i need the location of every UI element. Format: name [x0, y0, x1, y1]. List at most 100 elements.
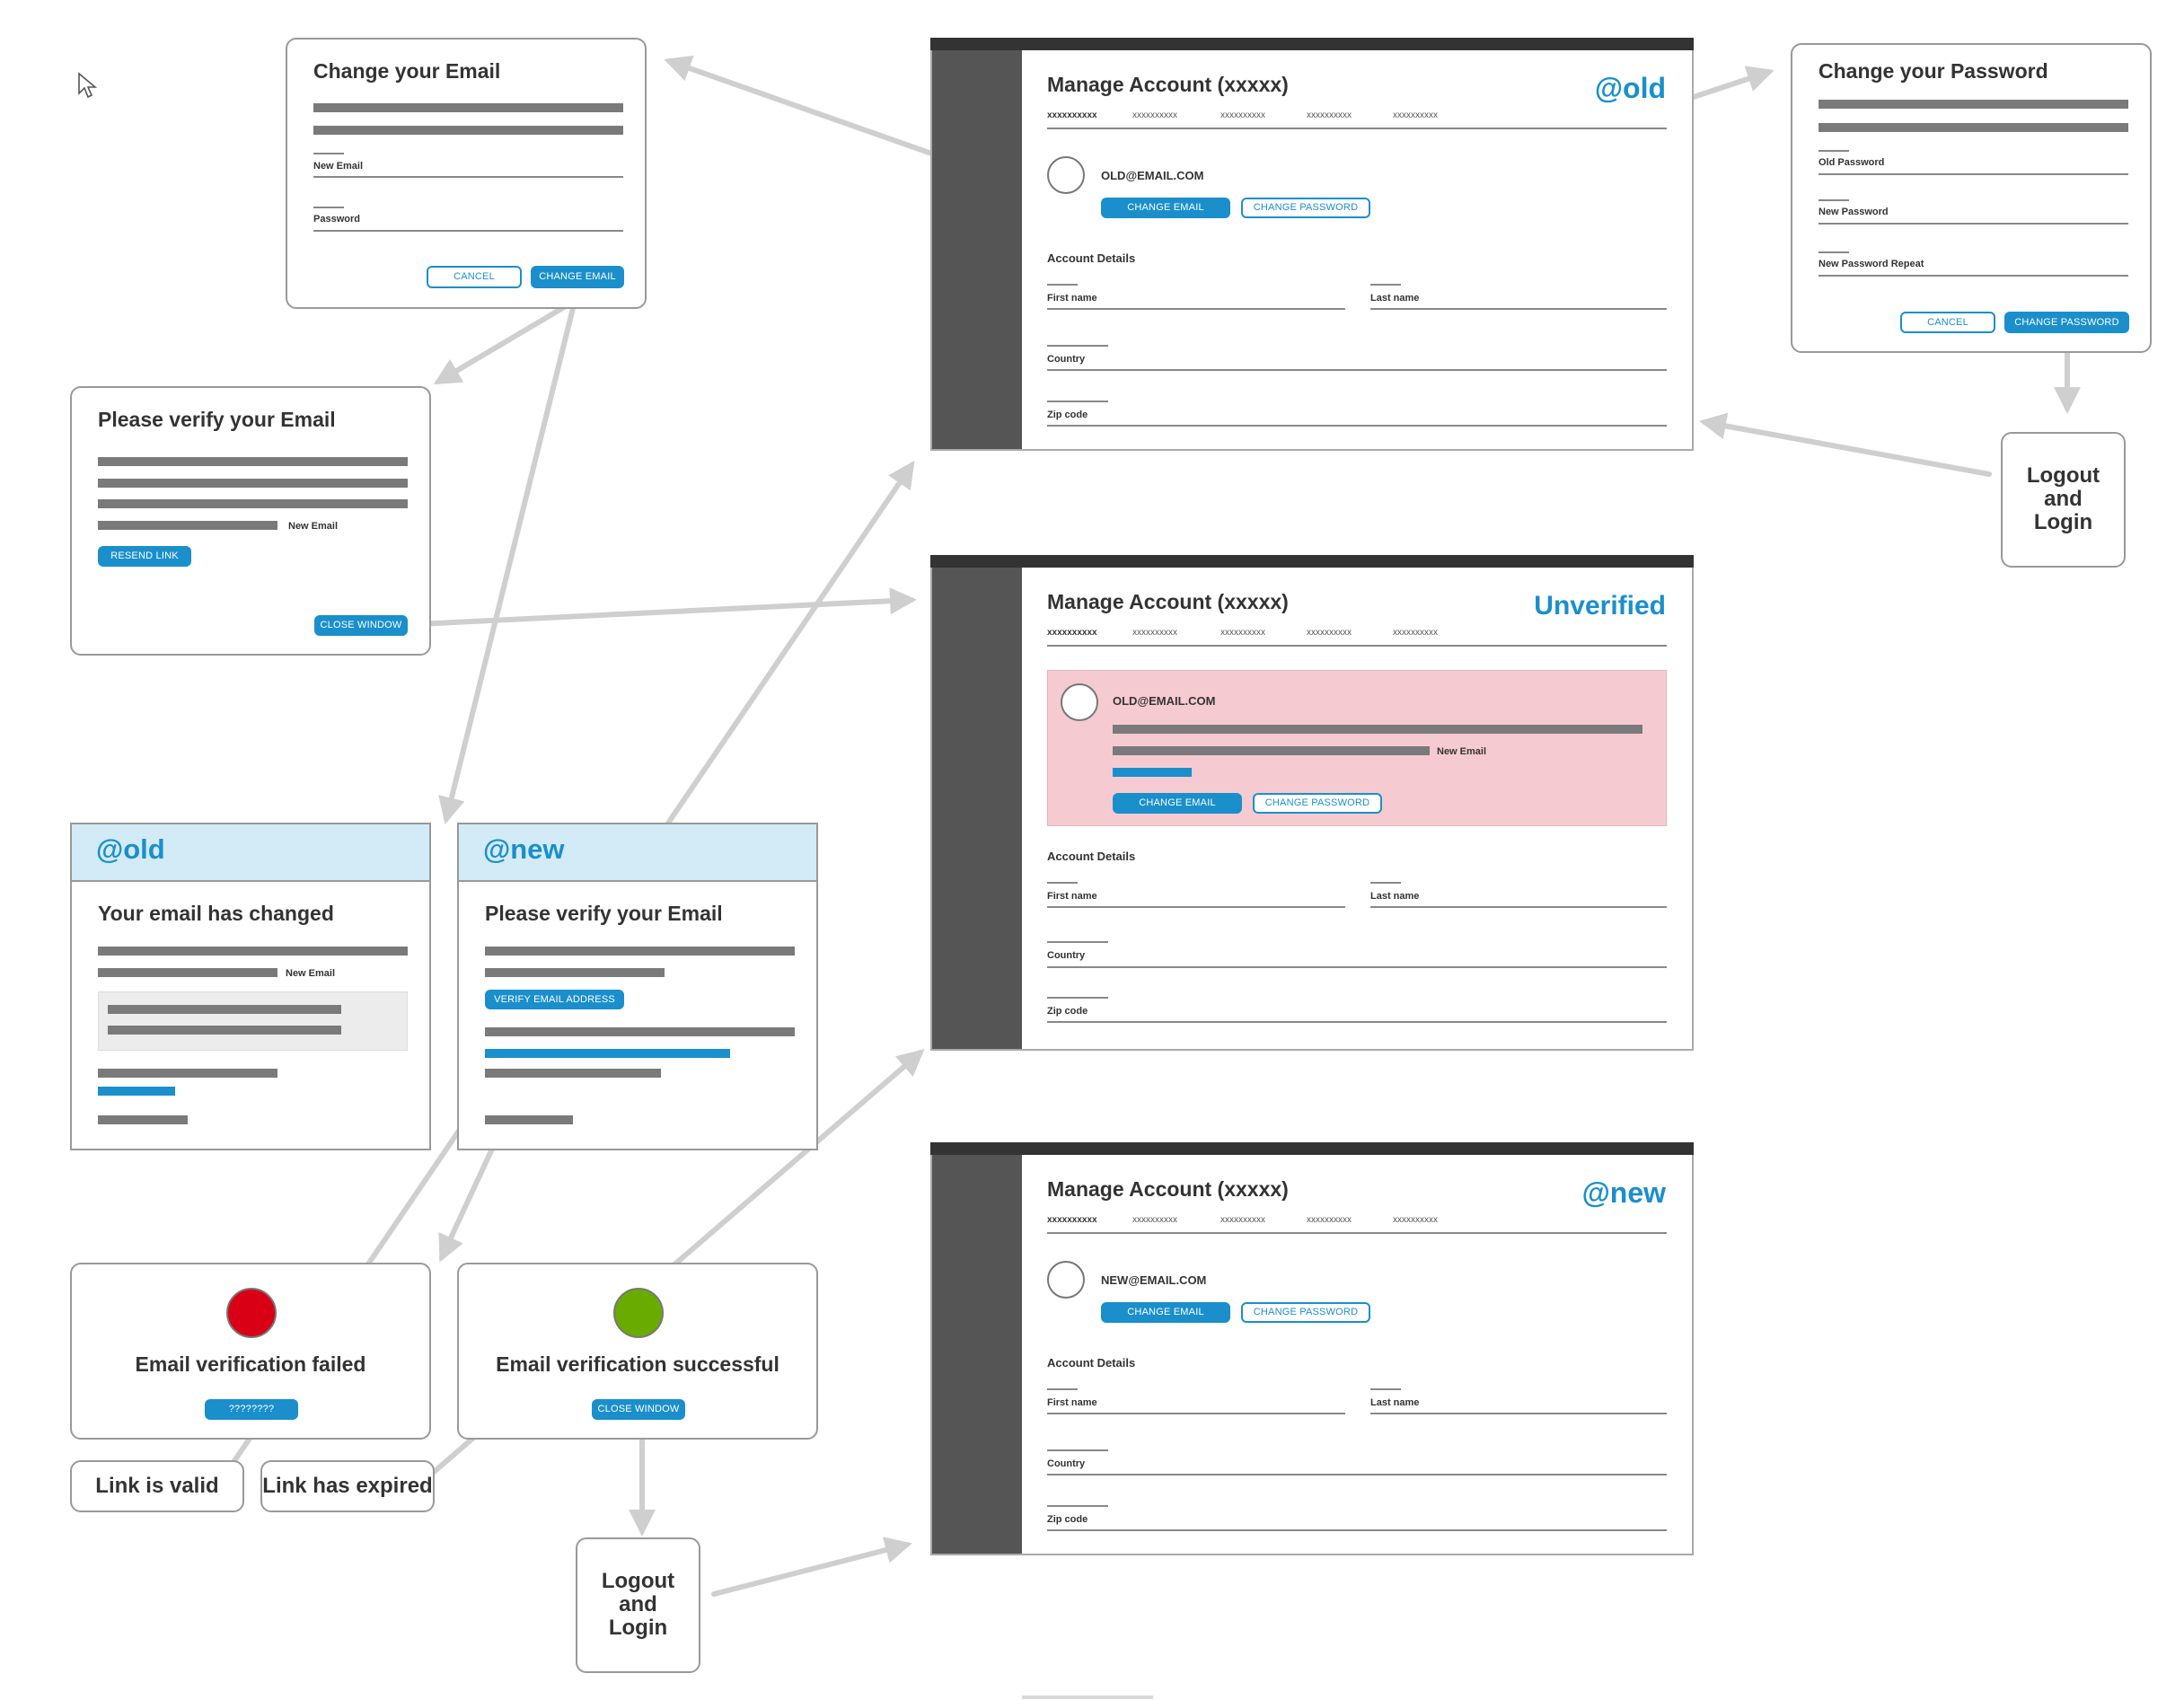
change-email-dialog: Change your Email New Email Password CAN…	[286, 38, 647, 309]
app-top-bar	[930, 38, 1694, 50]
field-value-placeholder	[1819, 199, 1849, 201]
change-password-button[interactable]: CHANGE PASSWORD	[1241, 1302, 1370, 1323]
tab-item[interactable]: xxxxxxxxxx	[1393, 628, 1438, 638]
email-header	[459, 824, 816, 882]
field-underline	[313, 230, 623, 232]
avatar	[1047, 1261, 1085, 1299]
text-placeholder	[1819, 123, 2128, 132]
new-password-repeat-field[interactable]: New Password Repeat	[1819, 259, 1924, 269]
link-placeholder[interactable]	[485, 1049, 730, 1058]
recipient-tag: @new	[483, 833, 565, 865]
tab-item[interactable]: xxxxxxxxxx	[1132, 1215, 1177, 1225]
manage-account-old: Manage Account (xxxxx) @old xxxxxxxxxx x…	[930, 38, 1694, 451]
change-password-dialog: Change your Password Old Password New Pa…	[1791, 43, 2152, 353]
zip-code-field[interactable]: Zip code	[1047, 1006, 1088, 1017]
password-field[interactable]: Password	[313, 214, 360, 225]
last-name-field[interactable]: Last name	[1370, 293, 1420, 304]
field-underline	[1047, 369, 1667, 371]
text-placeholder	[313, 126, 623, 135]
verify-email-address-button[interactable]: VERIFY EMAIL ADDRESS	[485, 990, 624, 1009]
app-top-bar	[930, 1142, 1694, 1155]
zip-code-field[interactable]: Zip code	[1047, 1514, 1088, 1525]
old-password-field[interactable]: Old Password	[1819, 157, 1885, 168]
change-email-button[interactable]: CHANGE EMAIL	[531, 266, 624, 288]
text-placeholder	[313, 103, 623, 112]
change-password-button[interactable]: CHANGE PASSWORD	[1241, 198, 1370, 218]
field-value-placeholder	[1819, 150, 1849, 152]
change-email-button[interactable]: CHANGE EMAIL	[1113, 793, 1242, 814]
tab-item[interactable]: xxxxxxxxxx	[1132, 628, 1177, 638]
link-placeholder[interactable]	[1113, 768, 1192, 777]
note-logout-login: Logout and Login	[2001, 432, 2126, 568]
unverified-email-notice: OLD@EMAIL.COM New Email CHANGE EMAIL CHA…	[1047, 670, 1667, 826]
zip-code-field[interactable]: Zip code	[1047, 410, 1088, 420]
tab-item[interactable]: xxxxxxxxxx	[1047, 628, 1097, 638]
text-placeholder	[98, 521, 277, 530]
text-placeholder	[98, 1069, 277, 1078]
field-value-placeholder	[1819, 251, 1849, 253]
first-name-field[interactable]: First name	[1047, 293, 1097, 304]
unknown-action-button[interactable]: ????????	[205, 1399, 298, 1420]
country-field[interactable]: Country	[1047, 354, 1086, 365]
close-window-button[interactable]: CLOSE WINDOW	[314, 615, 408, 636]
tabs-underline	[1047, 1232, 1667, 1234]
change-password-button[interactable]: CHANGE PASSWORD	[1253, 793, 1382, 814]
resend-link-button[interactable]: RESEND LINK	[98, 546, 191, 567]
last-name-field[interactable]: Last name	[1370, 1397, 1420, 1408]
tab-item[interactable]: xxxxxxxxxx	[1307, 628, 1352, 638]
tab-item[interactable]: xxxxxxxxxx	[1132, 110, 1177, 120]
cancel-button[interactable]: CANCEL	[427, 266, 522, 288]
text-placeholder	[98, 457, 408, 466]
success-status-icon	[613, 1288, 664, 1338]
app-sidebar	[932, 568, 1022, 1049]
cancel-button[interactable]: CANCEL	[1900, 312, 1995, 333]
first-name-field[interactable]: First name	[1047, 1397, 1097, 1408]
first-name-field[interactable]: First name	[1047, 891, 1097, 902]
section-heading: Account Details	[1047, 251, 1136, 265]
field-underline	[1047, 1413, 1345, 1414]
arrow-logout-to-new-account	[711, 1537, 912, 1597]
change-email-button[interactable]: CHANGE EMAIL	[1101, 198, 1230, 218]
field-underline	[1047, 425, 1667, 427]
field-value-placeholder	[1047, 941, 1108, 943]
country-field[interactable]: Country	[1047, 950, 1086, 961]
avatar	[1061, 683, 1098, 721]
tab-item[interactable]: xxxxxxxxxx	[1307, 1215, 1352, 1225]
arrow-verify-close-to-unverified	[415, 587, 917, 627]
field-underline	[1370, 308, 1667, 310]
field-value-placeholder	[1047, 284, 1078, 286]
app-top-bar	[930, 555, 1694, 568]
field-underline	[1047, 966, 1667, 968]
tab-item[interactable]: xxxxxxxxxx	[1047, 110, 1097, 120]
email-state-tag: @new	[1581, 1176, 1666, 1209]
email-to-new-address: @new Please verify your Email VERIFY EMA…	[457, 823, 818, 1150]
text-placeholder	[98, 499, 408, 508]
text-placeholder	[485, 1069, 661, 1078]
country-field[interactable]: Country	[1047, 1458, 1086, 1469]
tab-item[interactable]: xxxxxxxxxx	[1220, 1215, 1265, 1225]
tab-item[interactable]: xxxxxxxxxx	[1393, 110, 1438, 120]
new-email-label: New Email	[288, 521, 339, 532]
change-email-button[interactable]: CHANGE EMAIL	[1101, 1302, 1230, 1323]
text-placeholder	[98, 1115, 188, 1124]
tab-item[interactable]: xxxxxxxxxx	[1047, 1215, 1097, 1225]
change-password-button[interactable]: CHANGE PASSWORD	[2004, 312, 2129, 333]
email-to-old-address: @old Your email has changed New Email	[70, 823, 431, 1150]
link-placeholder[interactable]	[98, 1087, 175, 1096]
tab-item[interactable]: xxxxxxxxxx	[1220, 628, 1265, 638]
new-password-field[interactable]: New Password	[1819, 207, 1889, 217]
close-window-button[interactable]: CLOSE WINDOW	[592, 1399, 685, 1420]
field-underline	[1819, 223, 2128, 225]
last-name-field[interactable]: Last name	[1370, 891, 1420, 902]
note-link-expired: Link has expired	[260, 1460, 435, 1512]
new-email-field[interactable]: New Email	[313, 161, 364, 172]
current-email: OLD@EMAIL.COM	[1113, 694, 1216, 708]
cursor-icon	[78, 72, 97, 99]
tab-item[interactable]: xxxxxxxxxx	[1393, 1215, 1438, 1225]
tab-item[interactable]: xxxxxxxxxx	[1220, 110, 1265, 120]
field-underline	[1047, 1474, 1667, 1475]
arrow-change-email-to-mail-old	[438, 298, 577, 824]
verification-failed-card: Email verification failed ????????	[70, 1263, 431, 1440]
tab-item[interactable]: xxxxxxxxxx	[1307, 110, 1352, 120]
page-title: Manage Account (xxxxx)	[1047, 590, 1289, 613]
